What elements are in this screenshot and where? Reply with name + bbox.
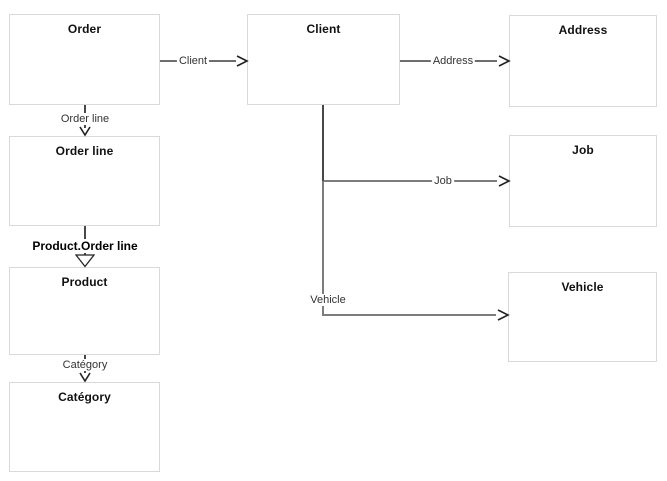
edge-label-vehicle: Vehicle bbox=[308, 294, 348, 306]
node-order-line-title: Order line bbox=[55, 144, 114, 158]
node-vehicle-title: Vehicle bbox=[561, 280, 604, 294]
edge-client-trunk-lower-line bbox=[322, 181, 324, 316]
node-address-title: Address bbox=[558, 23, 608, 37]
edge-label-product-order-line: Product.Order line bbox=[30, 239, 140, 253]
edge-client-vehicle-line bbox=[322, 314, 496, 316]
edge-label-category: Catégory bbox=[60, 359, 110, 371]
node-product-title: Product bbox=[61, 275, 108, 289]
arrowhead-right-icon bbox=[498, 55, 511, 67]
edge-label-order-line: Order line bbox=[58, 113, 112, 125]
node-client-title: Client bbox=[306, 22, 341, 36]
arrowhead-down-icon bbox=[79, 372, 91, 383]
edge-label-client: Client bbox=[176, 55, 210, 67]
node-product[interactable]: Product bbox=[9, 267, 160, 355]
edge-label-job: Job bbox=[432, 175, 454, 187]
arrowhead-right-icon bbox=[498, 175, 511, 187]
edge-label-address: Address bbox=[430, 55, 476, 67]
node-order-title: Order bbox=[67, 22, 102, 36]
arrowhead-right-icon bbox=[236, 55, 249, 67]
node-category[interactable]: Catégory bbox=[9, 382, 160, 472]
edge-client-job-line bbox=[324, 180, 497, 182]
node-order-line[interactable]: Order line bbox=[9, 136, 160, 226]
arrowhead-down-icon bbox=[79, 126, 91, 137]
node-client[interactable]: Client bbox=[247, 14, 400, 105]
node-vehicle[interactable]: Vehicle bbox=[508, 272, 657, 362]
edge-client-trunk-upper-line bbox=[322, 105, 324, 181]
node-category-title: Catégory bbox=[58, 390, 111, 404]
arrowhead-right-icon bbox=[497, 309, 510, 321]
node-job[interactable]: Job bbox=[509, 135, 657, 227]
inheritance-triangle-icon bbox=[75, 254, 95, 268]
node-address[interactable]: Address bbox=[509, 15, 657, 107]
node-job-title: Job bbox=[572, 143, 594, 157]
node-order[interactable]: Order bbox=[9, 14, 160, 105]
